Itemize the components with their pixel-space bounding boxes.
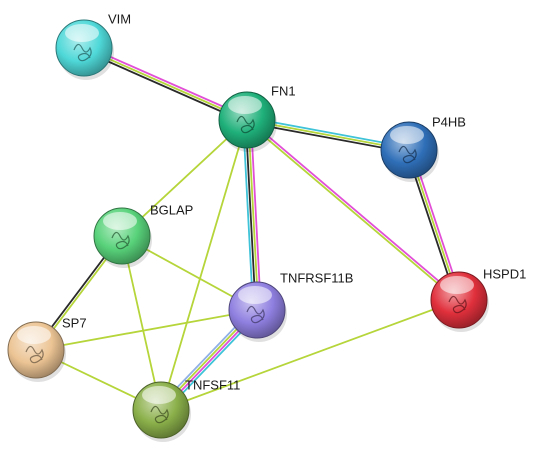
node-label-p4hb: P4HB xyxy=(432,114,466,129)
edge-fn1-tnfrsf11b[interactable] xyxy=(242,118,262,312)
edge-line-coexpression xyxy=(244,119,257,311)
node-gloss xyxy=(440,276,474,294)
edge-line-textmining xyxy=(160,299,460,411)
edge-line-experimental xyxy=(249,118,262,311)
edge-line-textmining xyxy=(245,120,460,302)
edge-fn1-hspd1[interactable] xyxy=(245,118,461,302)
node-tnfsf11[interactable] xyxy=(132,381,191,442)
protein-structure-icon xyxy=(73,43,92,62)
node-tnfrsf11b[interactable] xyxy=(228,281,287,342)
edge-line-textmining xyxy=(160,119,248,411)
node-gloss xyxy=(390,126,424,144)
edge-line-experimental xyxy=(84,44,249,119)
node-label-vim: VIM xyxy=(108,11,131,26)
node-label-sp7: SP7 xyxy=(62,315,87,330)
node-vim[interactable] xyxy=(55,19,114,80)
node-label-tnfsf11: TNFSF11 xyxy=(185,377,240,392)
edge-hspd1-tnfsf11[interactable] xyxy=(160,299,460,411)
protein-structure-icon xyxy=(111,231,130,250)
node-label-hspd1: HSPD1 xyxy=(483,266,526,281)
node-label-tnfrsf11b: TNFRSF11B xyxy=(280,270,353,285)
edge-line-coexpression xyxy=(82,49,247,124)
edge-sp7-tnfrsf11b[interactable] xyxy=(35,309,258,351)
protein-structure-icon xyxy=(398,145,417,164)
protein-structure-icon xyxy=(150,405,169,424)
edge-line-experimental xyxy=(246,118,461,300)
protein-structure-icon xyxy=(236,115,255,134)
node-label-fn1: FN1 xyxy=(271,83,296,98)
edge-fn1-tnfsf11[interactable] xyxy=(160,119,248,411)
node-gloss xyxy=(65,24,99,42)
edge-line-textmining xyxy=(247,119,260,311)
protein-structure-icon xyxy=(448,295,467,314)
edge-line-textmining xyxy=(83,47,248,121)
node-gloss xyxy=(238,286,272,304)
edge-vim-fn1[interactable] xyxy=(82,44,249,124)
node-gloss xyxy=(228,96,262,114)
edge-bglap-tnfsf11[interactable] xyxy=(121,235,162,411)
node-gloss xyxy=(142,386,176,404)
edge-line-textmining xyxy=(121,235,162,411)
protein-structure-icon xyxy=(246,305,265,324)
protein-structure-icon xyxy=(25,345,44,364)
node-sp7[interactable] xyxy=(7,321,66,382)
node-hspd1[interactable] xyxy=(430,271,489,332)
edge-line-curated_database xyxy=(242,119,255,312)
node-p4hb[interactable] xyxy=(380,121,439,182)
node-gloss xyxy=(103,212,137,230)
node-bglap[interactable] xyxy=(93,207,152,268)
node-label-bglap: BGLAP xyxy=(150,202,193,217)
edge-line-textmining xyxy=(35,309,258,351)
node-fn1[interactable] xyxy=(218,91,277,152)
node-gloss xyxy=(17,326,51,344)
